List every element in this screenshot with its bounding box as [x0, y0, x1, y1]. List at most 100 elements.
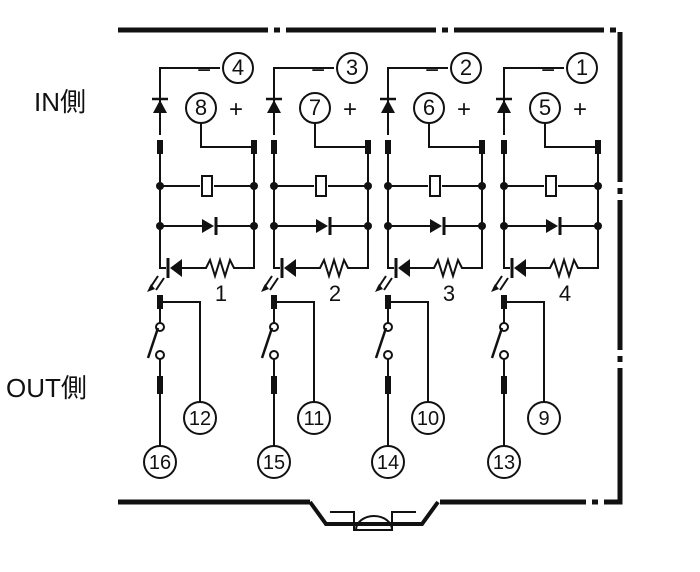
contact-bottom — [383, 350, 393, 360]
output-block-upper — [157, 295, 163, 309]
in-minus-terminal: 4 — [232, 55, 244, 80]
rung-diode-icon — [430, 219, 442, 233]
resistor-icon — [182, 256, 238, 280]
light-arrow-2 — [155, 277, 165, 291]
left-upper-block — [501, 140, 507, 154]
out-side-label: OUT側 — [6, 373, 87, 403]
led-icon — [170, 259, 182, 277]
light-arrow-head — [491, 284, 499, 292]
output-block-upper — [385, 295, 391, 309]
housing-border — [118, 27, 623, 505]
left-upper-block — [157, 140, 163, 154]
junction-dot — [478, 222, 486, 230]
minus-sign: − — [541, 57, 555, 84]
in-plus-terminal: 8 — [195, 95, 207, 120]
switch-arm — [146, 327, 160, 359]
out-upper-terminal: 11 — [304, 408, 325, 430]
out-lower-terminal-circle — [143, 445, 177, 479]
output-block-lower — [271, 376, 277, 394]
input-diode-icon — [267, 100, 281, 113]
in-plus-terminal: 7 — [309, 95, 321, 120]
light-arrow-2 — [383, 277, 393, 291]
minus-sign: − — [425, 57, 439, 84]
out-upper-terminal-circle — [297, 401, 331, 435]
mounting-clip — [308, 500, 440, 531]
out-upper-terminal: 9 — [538, 408, 549, 430]
left-rail — [387, 154, 394, 269]
right-upper-block — [365, 140, 371, 154]
coil-element — [429, 175, 441, 197]
switch-arm — [260, 327, 274, 359]
coil-element — [201, 175, 213, 197]
switch-arm — [490, 327, 504, 359]
coil-element — [545, 175, 557, 197]
junction-dot — [270, 222, 278, 230]
light-arrow-head — [375, 284, 383, 292]
junction-dot — [500, 182, 508, 190]
out-upper-wire — [391, 301, 429, 402]
out-lower-terminal: 14 — [377, 452, 399, 474]
out-upper-terminal: 12 — [189, 408, 211, 430]
plus-wire — [314, 123, 369, 160]
plus-wire — [428, 123, 483, 160]
right-upper-block — [251, 140, 257, 154]
right-upper-block — [595, 140, 601, 154]
plus-sign: + — [457, 96, 471, 123]
left-upper-block — [271, 140, 277, 154]
switch-arm — [374, 327, 388, 359]
junction-dot — [594, 182, 602, 190]
in-minus-terminal-circle — [222, 52, 254, 84]
light-arrow-head — [261, 284, 269, 292]
right-rail — [352, 154, 369, 269]
plus-wire — [200, 123, 255, 160]
junction-dot — [156, 222, 164, 230]
input-diode-icon — [497, 100, 511, 113]
in-minus-terminal-circle — [450, 52, 482, 84]
channel-number: 4 — [559, 281, 571, 306]
junction-dot — [250, 182, 258, 190]
rung-diode-icon — [316, 219, 328, 233]
left-rail — [273, 154, 280, 269]
junction-dot — [384, 222, 392, 230]
junction-dot — [594, 222, 602, 230]
output-block-lower — [501, 376, 507, 394]
output-block-lower — [157, 376, 163, 394]
led-icon — [514, 259, 526, 277]
out-lower-terminal-circle — [371, 445, 405, 479]
minus-sign: − — [311, 57, 325, 84]
out-upper-wire — [507, 301, 545, 402]
channel-number: 2 — [329, 281, 341, 306]
contact-bottom — [155, 350, 165, 360]
in-minus-terminal: 2 — [460, 55, 472, 80]
input-diode-icon — [381, 100, 395, 113]
rung-diode-icon — [202, 219, 214, 233]
rung-diode-icon — [546, 219, 558, 233]
coil-element — [315, 175, 327, 197]
junction-dot — [364, 222, 372, 230]
junction-dot — [250, 222, 258, 230]
light-arrow-2 — [499, 277, 509, 291]
plus-sign: + — [573, 96, 587, 123]
left-rail — [503, 154, 510, 269]
output-block-lower — [385, 376, 391, 394]
output-block-upper — [501, 295, 507, 309]
junction-dot — [156, 182, 164, 190]
minus-sign: − — [197, 57, 211, 84]
in-plus-terminal: 5 — [539, 95, 551, 120]
in-plus-terminal: 6 — [423, 95, 435, 120]
junction-dot — [364, 182, 372, 190]
out-upper-terminal-circle — [183, 401, 217, 435]
contact-bottom — [269, 350, 279, 360]
plus-sign: + — [229, 96, 243, 123]
junction-dot — [384, 182, 392, 190]
right-rail — [582, 154, 599, 269]
left-rail — [159, 154, 166, 269]
plus-sign: + — [343, 96, 357, 123]
right-rail — [466, 154, 483, 269]
plus-wire — [544, 123, 599, 160]
channel-number: 3 — [443, 281, 455, 306]
input-diode-icon — [153, 100, 167, 113]
